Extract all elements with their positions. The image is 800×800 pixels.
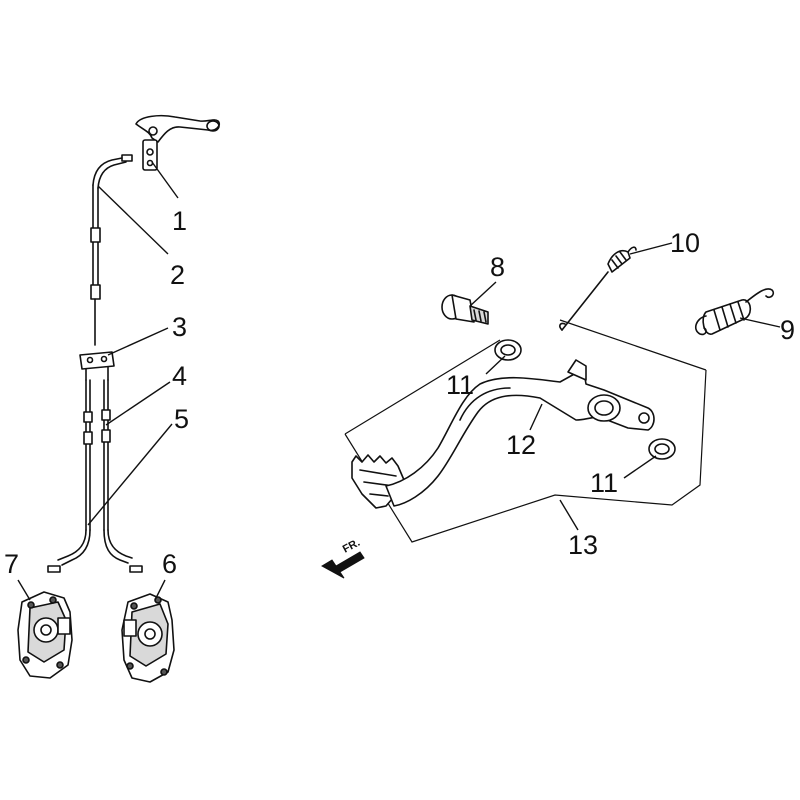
callout-4: 4 xyxy=(172,361,187,391)
pivot-bolt xyxy=(441,294,489,325)
pedal-assembly-outline xyxy=(344,319,707,543)
washer-a xyxy=(494,339,522,361)
callout-2: 2 xyxy=(170,260,185,290)
callout-numbers: 1 2 3 4 5 6 7 8 9 10 11 11 12 13 xyxy=(4,206,795,579)
cable-upper xyxy=(90,154,133,346)
spring-pin xyxy=(559,246,637,331)
callout-3: 3 xyxy=(172,312,187,342)
callout-7: 7 xyxy=(4,549,19,579)
leader-lines xyxy=(17,161,781,601)
callout-1: 1 xyxy=(172,206,187,236)
callout-5: 5 xyxy=(174,404,189,434)
brake-caliper-left xyxy=(17,591,73,679)
callout-10: 10 xyxy=(670,228,700,258)
brake-caliper-right xyxy=(121,593,175,683)
callout-13: 13 xyxy=(568,530,598,560)
splitter-block xyxy=(79,351,115,381)
brake-pedal xyxy=(351,359,655,509)
callout-11-upper: 11 xyxy=(446,370,474,400)
callout-8: 8 xyxy=(490,252,505,282)
cable-right xyxy=(101,379,143,573)
callout-12: 12 xyxy=(506,430,536,460)
washer-b xyxy=(648,438,676,460)
cable-left xyxy=(47,379,93,573)
front-direction-arrow: FR. xyxy=(320,537,365,579)
brake-lever xyxy=(135,114,221,171)
return-spring xyxy=(694,288,775,336)
callout-11-lower: 11 xyxy=(590,468,618,498)
callout-6: 6 xyxy=(162,549,177,579)
callout-9: 9 xyxy=(780,315,795,345)
